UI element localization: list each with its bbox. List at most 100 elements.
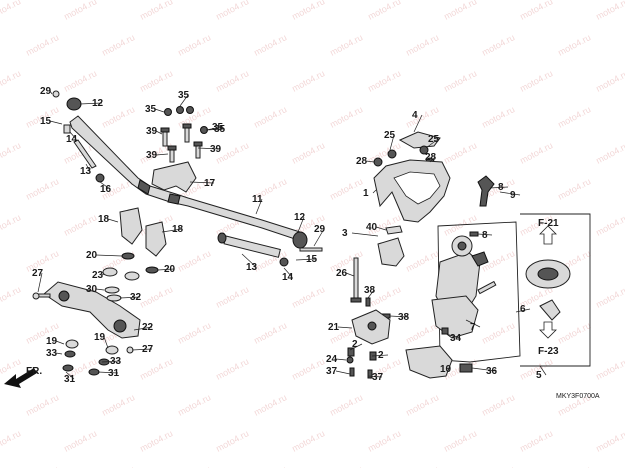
leader-line [155, 130, 163, 135]
leader-line [197, 147, 221, 150]
watermark-text: moto4.ru [100, 464, 136, 468]
bolts-39 [160, 123, 203, 163]
bolt-29-right [299, 247, 323, 252]
watermark-text: moto4.ru [138, 284, 174, 310]
leader-line [79, 102, 103, 105]
watermark-text: moto4.ru [24, 176, 60, 202]
watermark-text: moto4.ru [442, 140, 478, 166]
watermark-text: moto4.ru [404, 392, 440, 418]
leader-line [157, 268, 175, 271]
watermark-text: moto4.ru [556, 32, 592, 58]
grommet-25-left [387, 149, 397, 159]
top-cover-inner [393, 171, 441, 205]
callout-label: 31 [108, 368, 120, 379]
watermark-text: moto4.ru [594, 284, 625, 310]
inner-rod-right [223, 235, 281, 258]
leader-line [65, 371, 75, 380]
watermark-text: moto4.ru [290, 284, 326, 310]
nut-31-left [62, 364, 74, 372]
leader-line [499, 191, 521, 196]
watermark-text: moto4.ru [404, 320, 440, 346]
watermark-text: moto4.ru [480, 104, 516, 130]
bracket-10 [405, 345, 453, 379]
watermark-text: moto4.ru [594, 356, 625, 382]
watermark-text: moto4.ru [366, 68, 402, 94]
watermark-text: moto4.ru [176, 32, 212, 58]
callout-label: 33 [110, 356, 122, 367]
pin-37-left [349, 367, 355, 377]
watermark-text: moto4.ru [0, 140, 22, 166]
watermark-text: moto4.ru [404, 32, 440, 58]
spacer-16 [95, 173, 105, 183]
grommet-28-left [373, 157, 383, 167]
callout-label: 24 [326, 354, 338, 365]
watermark-text: moto4.ru [0, 284, 22, 310]
spring-2-left [347, 347, 355, 357]
screw-36 [459, 363, 473, 373]
watermark-text: moto4.ru [24, 32, 60, 58]
watermark-text: moto4.ru [214, 428, 250, 454]
stem-hole [113, 319, 127, 333]
leader-line [107, 218, 119, 223]
callout-label: 2 [352, 339, 358, 350]
collar-14-right [279, 257, 289, 267]
callout-label: 33 [46, 348, 58, 359]
watermark-text: moto4.ru [176, 464, 212, 468]
callout-label: 21 [328, 322, 340, 333]
watermark-text: moto4.ru [138, 428, 174, 454]
watermark-text: moto4.ru [366, 0, 402, 22]
callout-label: 15 [40, 116, 52, 127]
watermark-text: moto4.ru [24, 464, 60, 468]
watermark-text: moto4.ru [214, 284, 250, 310]
watermark-text: moto4.ru [252, 392, 288, 418]
watermark-text: moto4.ru [594, 428, 625, 454]
clip-40 [385, 225, 403, 235]
callout-label: 38 [398, 312, 410, 323]
leader-line [335, 358, 347, 361]
leader-line [161, 228, 183, 233]
leader-line [179, 94, 189, 107]
callout-label: 10 [440, 364, 452, 375]
leader-line [69, 131, 77, 140]
leader-line [295, 258, 317, 261]
callout-label: 27 [142, 344, 154, 355]
washer-20-right [145, 266, 159, 274]
leader-line [205, 128, 225, 131]
nuts-35 [164, 106, 208, 134]
watermark-text: moto4.ru [480, 320, 516, 346]
watermark-text: moto4.ru [556, 320, 592, 346]
diagram-code: MKY3F0700A [556, 393, 600, 400]
watermark-text: moto4.ru [404, 464, 440, 468]
leader-line [241, 253, 257, 268]
callout-label: 35 [212, 122, 224, 133]
leader-line [375, 226, 387, 231]
callout-label: 20 [86, 250, 98, 261]
inner-weight-left [63, 124, 71, 134]
leader-line [367, 289, 375, 299]
arrow-up-icon [539, 225, 557, 245]
watermark-text: moto4.ru [404, 104, 440, 130]
leader-line [49, 120, 63, 125]
leader-line [155, 153, 169, 156]
cap-lock [539, 299, 561, 321]
ball-24 [346, 356, 354, 364]
washer-23-left [102, 267, 118, 277]
bar-end-weight-left [66, 97, 82, 111]
spacer-right [217, 232, 227, 244]
callout-label: 9 [510, 190, 516, 201]
leader-line [371, 354, 389, 357]
callout-label: 15 [306, 254, 318, 265]
bar-end-weight-right [292, 231, 308, 249]
callout-label: 27 [32, 268, 44, 279]
watermark-text: moto4.ru [594, 140, 625, 166]
leader-line [477, 233, 493, 236]
leader-line [189, 181, 215, 184]
callout-label: 12 [92, 98, 104, 109]
watermark-text: moto4.ru [366, 428, 402, 454]
watermark-text: moto4.ru [518, 68, 554, 94]
callout-label: 36 [486, 366, 498, 377]
callout-label: 18 [172, 224, 184, 235]
watermark-text: moto4.ru [518, 0, 554, 22]
ignition-box-6 [437, 221, 521, 363]
callout-label: 25 [428, 134, 440, 145]
